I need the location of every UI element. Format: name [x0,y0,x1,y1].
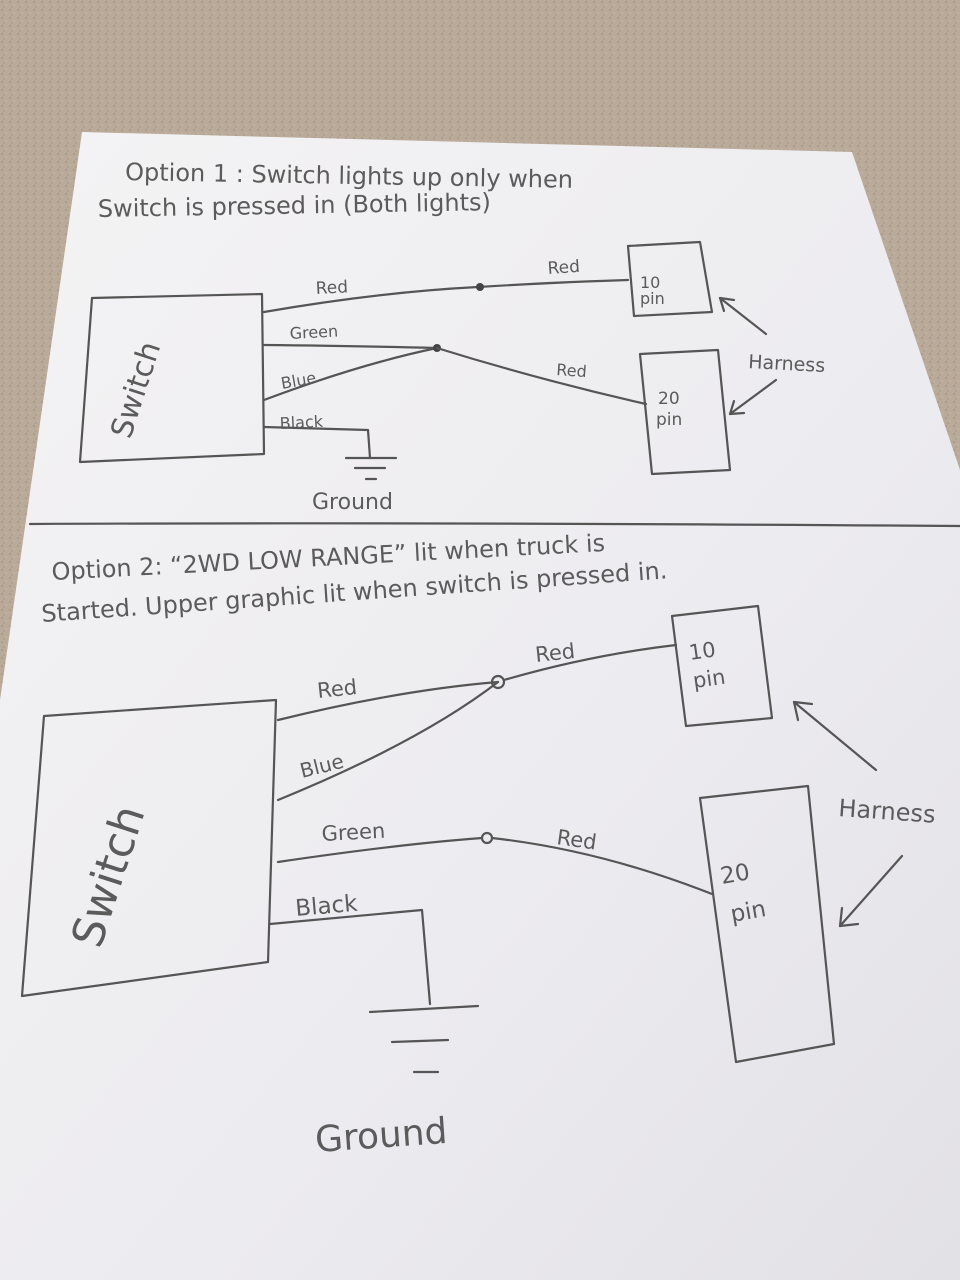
option2-black-wire [268,908,432,1006]
option1-label-red-right: Red [547,257,581,279]
option2-blue-wire [276,680,500,802]
option2-red-wire-lower [490,836,714,896]
option2-20pin-line1: 20 [719,859,752,890]
option1-harness-arrow-upper [718,296,768,336]
option2-label-red-right: Red [534,639,576,667]
option2-harness-arrow-upper [792,700,878,772]
option1-label-black: Black [279,412,324,433]
option1-switch-box [78,292,266,464]
option1-heading-line2: Switch is pressed in (Both lights) [98,188,492,223]
option2-ground-label: Ground [314,1111,449,1161]
paper-sheet [0,132,960,1280]
option1-10pin-line2: pin [640,289,665,308]
option1-ground-label: Ground [312,490,393,515]
option1-red-wire-lower [435,346,648,406]
option1-ground-symbol [344,456,398,481]
option2-red-blue-splice-ring [490,674,506,690]
option1-label-red-left: Red [315,277,348,299]
section-divider [28,522,960,528]
option1-20pin-line2: pin [656,410,682,430]
option2-switch-box [20,698,278,998]
option2-10pin-line1: 10 [687,637,717,664]
option2-label-red-left: Red [316,675,358,703]
option1-harness-arrow-lower [728,378,778,416]
option2-ground-symbol [368,1004,480,1074]
option1-red-splice-dot [476,283,484,291]
option2-10pin-connector [670,604,774,728]
option1-blue-wire [262,346,439,402]
option2-10pin-line2: pin [691,665,727,693]
option1-harness-label: Harness [748,351,826,377]
option1-10pin-line1: 10 [640,273,660,292]
option2-20pin-connector [698,784,836,1064]
option2-red-wire-right [502,643,678,682]
option2-label-green: Green [321,819,386,846]
option2-red-wire-left [276,680,500,722]
option1-label-red-lower: Red [556,360,588,381]
option1-green-wire [262,343,439,350]
option2-20pin-line2: pin [729,896,769,928]
option1-black-wire [262,425,372,460]
option1-20pin-connector [638,348,732,476]
option1-10pin-connector [626,240,714,318]
option1-red-wire-right [476,278,630,289]
option2-label-black: Black [294,891,359,922]
option2-green-wire [276,836,484,864]
option1-red-wire-left [262,285,480,314]
option2-label-red-lower: Red [555,825,598,854]
option2-harness-arrow-lower [838,854,904,928]
option1-20pin-line1: 20 [658,389,680,409]
option1-label-green: Green [289,321,338,343]
option2-harness-label: Harness [838,794,937,829]
